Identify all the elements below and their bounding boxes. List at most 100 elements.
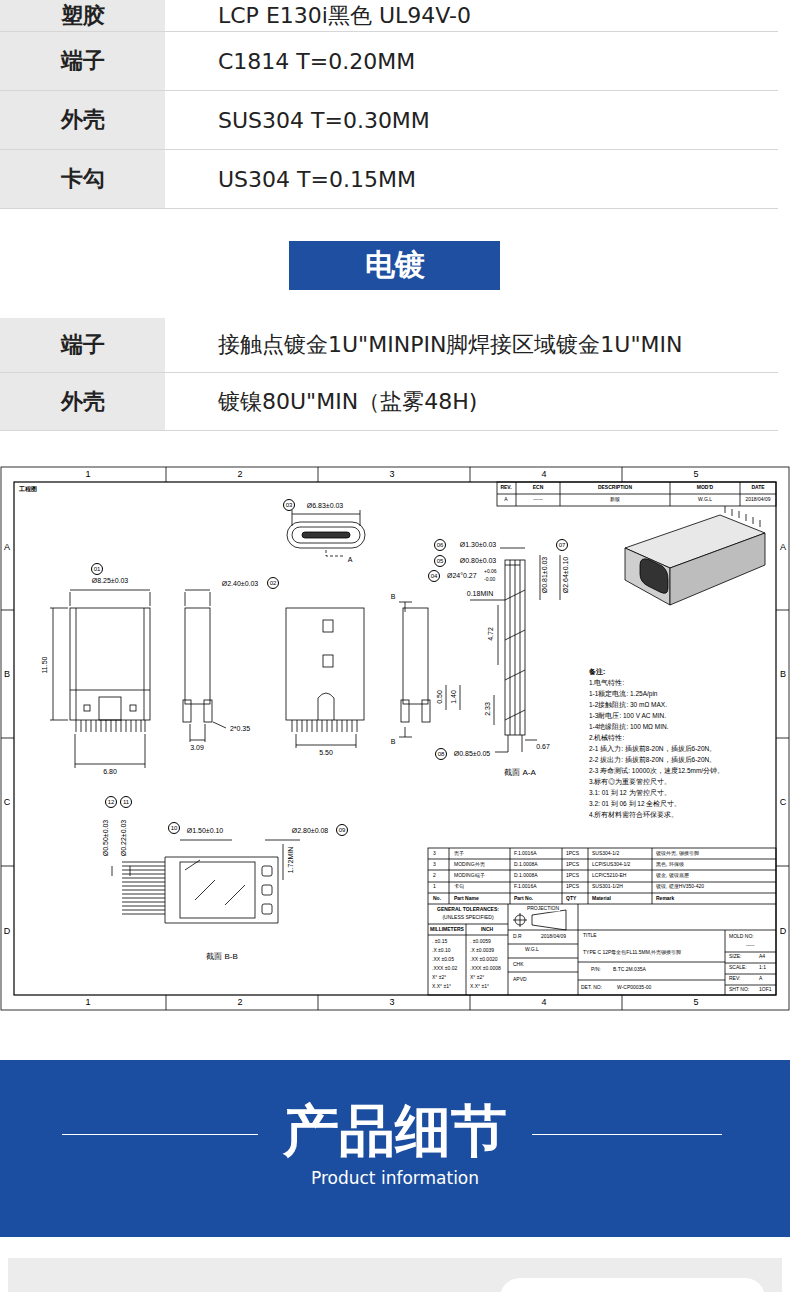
table-cell: 镀镍外壳, 铆接引脚: [655, 851, 700, 856]
dimension: Ø1.50±0.10: [186, 827, 225, 834]
title-block-cell: TYPE C 12P母全包FL11.5MM,外壳铆接引脚: [582, 950, 682, 955]
section-tag: 电镀: [289, 241, 500, 290]
title-block-cell: W-CP00035-00: [616, 985, 652, 990]
dimension: 2.33: [484, 701, 491, 717]
table-cell: DATE: [750, 485, 765, 490]
callout-circle: 04: [428, 570, 440, 582]
node-heading: 04: [431, 573, 438, 579]
grid-ref: 3: [388, 998, 395, 1007]
dimension: 6.80: [102, 768, 118, 775]
node-body: 镀镍80U"MIN（盐雾48H): [218, 387, 477, 417]
node-heading: 02: [270, 580, 277, 586]
dimension: Ø0.50±0.03: [102, 819, 109, 858]
title-block-cell: SHT NO:: [728, 987, 750, 992]
table-cell: 壳子: [453, 851, 465, 856]
drawing-title: 工程图: [18, 486, 38, 492]
tolerance-value: .XXX ±0.0008: [469, 966, 502, 971]
dimension: Ø1.30±0.03: [459, 541, 498, 548]
tolerance-value: X.X° ±1°: [469, 984, 490, 989]
tolerance-value: .XX ±0.05: [431, 957, 455, 962]
title-block-cell: PROJECTION: [526, 906, 560, 911]
dimension: +0.06: [483, 569, 498, 574]
note-line: 3.2: 01 到 06 到 12 全检尺寸。: [588, 801, 682, 808]
grid-ref: A: [3, 543, 11, 552]
table-cell: SUS301-1/2H: [591, 884, 624, 889]
table-cell: F.1.0016A: [513, 884, 538, 889]
dimension: 1.40: [450, 689, 457, 705]
grid-ref: 5: [692, 998, 699, 1007]
title-block-cell: 2018/04/09: [540, 934, 567, 939]
table-cell: QTY: [565, 896, 577, 901]
dimension: 11.50: [41, 656, 48, 675]
title-block-cell: W.G.L: [524, 947, 540, 952]
node-heading: 01: [94, 566, 101, 572]
callout-circle: 10: [168, 822, 180, 834]
spec-row: 端子接触点镀金1U"MINPIN脚焊接区域镀金1U"MIN: [0, 318, 778, 373]
table-cell: 新版: [609, 497, 621, 502]
callout-circle: 08: [435, 748, 447, 760]
spec-row: 端子C1814 T=0.20MM: [0, 32, 778, 91]
callout-circle: 09: [336, 824, 348, 836]
node-body: US304 T=0.15MM: [218, 167, 416, 192]
table-cell: 1PCS: [565, 851, 580, 856]
table-cell: DESCRIPTION: [597, 485, 633, 490]
grid-ref: 5: [692, 470, 699, 479]
node-heading: 12: [108, 799, 115, 805]
dimension: B: [390, 593, 397, 600]
dimension: -0.00: [483, 577, 496, 582]
grid-ref: C: [3, 798, 12, 807]
table-cell: Part Name: [453, 896, 480, 901]
node-body: LCP E130i黑色 UL94V-0: [218, 1, 471, 31]
table-cell: D.1.0008A: [513, 862, 539, 867]
node-heading: 产品细节: [283, 1100, 507, 1162]
node-body: SUS304 T=0.30MM: [218, 108, 430, 133]
tolerance-value: X° ±2°: [431, 975, 447, 980]
tolerance-value: X.X° ±1°: [431, 984, 452, 989]
title-block-cell: SIZE:: [728, 954, 743, 959]
note-line: 2.机械特性:: [588, 735, 625, 742]
title-block-cell: B.TC.2M.035A: [612, 967, 647, 972]
table-cell: 2018/04/09: [744, 497, 771, 502]
callout-circle: 01: [91, 563, 103, 575]
grid-ref: 3: [388, 470, 395, 479]
dimension: 0.50: [436, 689, 443, 705]
title-block-cell: MOLD NO:: [728, 934, 755, 939]
callout-circle: 05: [434, 555, 446, 567]
node-body: Product information: [311, 1168, 479, 1188]
dimension: Ø2.80±0.08: [291, 827, 330, 834]
table-cell: F.1.0016A: [513, 851, 538, 856]
dimension: Ø24°0.27: [446, 572, 478, 579]
node-heading: 外壳: [0, 91, 165, 149]
dimension: 0.18MIN: [466, 590, 494, 597]
table-cell: Material: [591, 896, 612, 901]
title-block-cell: A: [758, 976, 763, 981]
spec-row: 外壳 SUS304 T=0.30MM: [0, 91, 778, 150]
tolerance-value: .X ±0.10: [431, 948, 452, 953]
grid-ref: 2: [236, 470, 243, 479]
tolerance-value: .XXX ±0.02: [431, 966, 458, 971]
table-cell: SUS304-1/2: [591, 851, 620, 856]
grid-ref: 2: [236, 998, 243, 1007]
note-line: 1-1额定电流: 1.25A/pin: [588, 691, 658, 698]
node-heading: 06: [437, 542, 444, 548]
callout-circle: 03: [283, 499, 295, 511]
title-block-cell: 1:1: [758, 965, 767, 970]
table-cell: REV.: [499, 485, 512, 490]
callout-circle: 12: [105, 796, 117, 808]
table-cell: 1: [432, 884, 437, 889]
note-line: 2-1 插入力: 插拔前8-20N，插拔后6-20N。: [588, 746, 717, 753]
title-block-cell: -----: [745, 943, 755, 948]
note-line: 2-2 拔出力: 插拔前8-20N，插拔后6-20N。: [588, 757, 717, 764]
title-block-cell: APVD: [512, 977, 528, 982]
dimension: 截面 B-B: [205, 953, 239, 961]
spec-row: 外壳镀镍80U"MIN（盐雾48H): [0, 373, 778, 431]
node-heading: 09: [339, 827, 346, 833]
dimension: 截面 A-A: [503, 769, 537, 777]
table-cell: 3: [432, 851, 437, 856]
note-line: 1.电气特性:: [588, 680, 625, 687]
table-cell: 镀镍, 硬度HV350-420: [655, 884, 705, 889]
title-block-cell: A4: [758, 954, 766, 959]
bottom-pill: [500, 1278, 765, 1292]
dimension: 3.09: [189, 744, 205, 751]
dimension: Ø0.85±0.05: [453, 750, 492, 757]
